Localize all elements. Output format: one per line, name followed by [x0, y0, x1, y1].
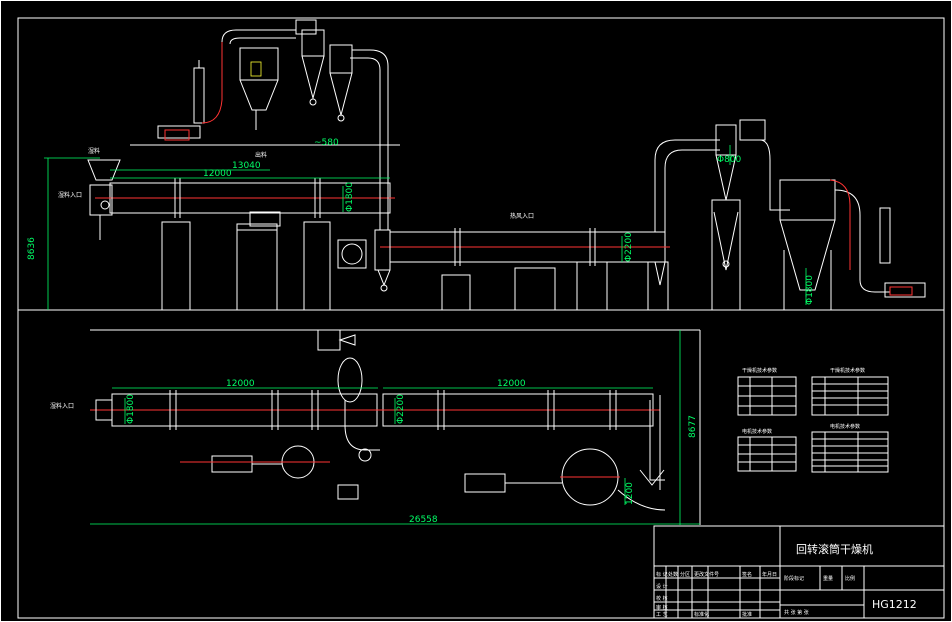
dim-height: 8636 — [27, 237, 37, 260]
table-2-title: 干燥机技术参数 — [830, 367, 865, 374]
cyclones — [221, 19, 353, 122]
top-elevation-view: 8636 13040 12000 Φ1800 Φ2200 ~580 Φ800 Φ… — [27, 19, 944, 311]
plan-cyclone — [317, 329, 380, 500]
bag-filter — [239, 47, 279, 130]
parameter-tables: 干燥机技术参数 干燥机技术参数 电机技术参数 电机技术参数 — [737, 367, 889, 473]
tb-approve: 批准 — [742, 611, 752, 618]
table-1-title: 干燥机技术参数 — [742, 367, 777, 374]
feed-hopper — [87, 159, 121, 181]
right-cyclone-group — [654, 119, 790, 311]
dim-seg2: 12000 — [497, 379, 526, 389]
label-out: 出料 — [255, 151, 267, 159]
tb-row-5: 工 艺 — [656, 612, 668, 618]
tb-stage: 阶段标记 — [784, 575, 804, 582]
tb-col-3: 更改文件号 — [694, 571, 719, 578]
tb-row-2: 设 计 — [656, 583, 668, 590]
dim-d3: 1200 — [625, 482, 635, 505]
label-top-note: 湿料 — [88, 147, 100, 155]
tb-col-2: 分区 — [680, 571, 690, 578]
label-feed: 湿料入口 — [58, 191, 82, 199]
tb-col-5: 年月日 — [762, 571, 777, 578]
upper-supports — [161, 221, 331, 311]
exhaust-stack-left — [157, 42, 223, 141]
drawing-title: 回转滚筒干燥机 — [796, 542, 873, 556]
dim-dia2: Φ2200 — [624, 232, 634, 262]
title-block: 回转滚筒干燥机 HG1212 标 记 设 计 校 核 审 核 工 艺 处数 分区… — [653, 525, 945, 619]
tb-row-1: 标 记 — [656, 571, 668, 578]
table-3-title: 电机技术参数 — [742, 428, 772, 435]
dim-seg1: 12000 — [226, 379, 255, 389]
plan-view: 12000 12000 26558 8677 Φ1800 Φ2200 1200 … — [50, 329, 701, 525]
tb-col-1: 处数 — [668, 571, 678, 578]
dim-small: ~580 — [314, 138, 339, 148]
tb-row-3: 校 核 — [656, 595, 668, 602]
tb-col-4: 签名 — [742, 571, 752, 578]
dim-total: 13040 — [232, 161, 261, 171]
tb-scale: 比例 — [845, 575, 855, 582]
right-bag-filter — [779, 179, 926, 310]
dim-stack: Φ800 — [717, 155, 742, 165]
tb-row-4: 审 核 — [656, 604, 668, 611]
plan-fan-right — [464, 395, 666, 511]
tb-weight: 重量 — [823, 575, 833, 582]
label-plan-inlet: 湿料入口 — [50, 402, 74, 410]
dim-plan-height: 8677 — [688, 415, 698, 438]
lower-supports — [441, 261, 669, 311]
tb-std: 标准化 — [694, 611, 709, 618]
dim-dryer: 12000 — [203, 169, 232, 179]
dim-d2: Φ2200 — [396, 394, 406, 424]
tb-sheet: 共 张 第 张 — [784, 609, 809, 616]
drawing-border — [17, 17, 945, 619]
drawing-code: HG1212 — [872, 598, 917, 611]
dim-plan-total: 26558 — [409, 515, 438, 525]
dim-d1: Φ1800 — [126, 394, 136, 424]
dim-bag: Φ1800 — [805, 275, 815, 305]
label-hot-air: 热风入口 — [510, 212, 534, 220]
table-4-title: 电机技术参数 — [830, 423, 860, 430]
plan-fan-left — [180, 445, 330, 479]
dim-dia1: Φ1800 — [345, 182, 355, 212]
